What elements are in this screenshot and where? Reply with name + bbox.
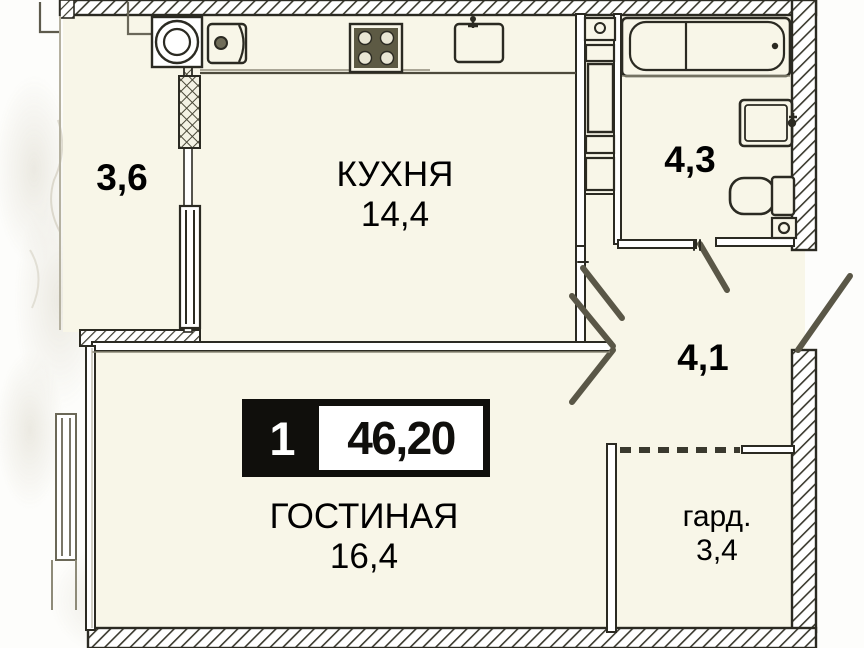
living-room-double-door [569,293,616,405]
water-heater-icon [206,22,248,65]
wall-living-left [85,345,96,631]
wardrobe-floor [614,444,806,628]
kitchen-area: 14,4 [360,195,430,234]
misc-detail-lines [59,16,790,628]
entrance-door [795,273,853,353]
wardrobe-name: гард. [682,500,752,533]
room-label-wardrobe: гард. 3,4 [683,500,752,568]
living-room-window [51,413,77,610]
hallway-floor [583,246,805,444]
living-room-area: 16,4 [329,537,399,576]
balcony-window [178,204,202,330]
kitchen-equipment [150,15,576,75]
kitchen-name: КУХНЯ [336,155,454,194]
bathroom-equipment [583,16,798,240]
kitchen-pier [178,75,201,149]
living-room-name: ГОСТИНАЯ [269,497,459,536]
kitchen-sink-icon [453,16,505,64]
stove-icon [348,22,404,74]
apartment-summary-badge: 1 46,20 [242,399,490,477]
top-exterior-wall [58,0,818,17]
bathroom-door [697,241,730,293]
balcony-wall-stub [59,0,75,19]
wall-wardrobe-top-right [741,445,795,454]
room-count-value: 1 [245,402,319,474]
room-label-bathroom: 4,3 [664,139,715,181]
room-label-kitchen: КУХНЯ 14,4 [337,155,454,235]
hallway-area: 4,1 [677,337,729,378]
room-label-living-room: ГОСТИНАЯ 16,4 [270,497,459,577]
interior-walls [85,13,795,633]
neighbour-outline [38,2,60,34]
kitchen-door [580,265,625,321]
bathtub-icon [620,16,792,78]
washbasin-icon [738,98,797,148]
windows [51,204,202,610]
bathroom-area: 4,3 [664,139,716,180]
exterior-walls [38,0,818,648]
wall-bathroom-bottom-right [715,237,795,247]
wall-living-top [91,341,613,352]
wardrobe-area: 3,4 [696,534,738,567]
balcony-floor [63,16,191,332]
living-room-floor [92,348,612,628]
plumbing-riser-icon [583,16,617,195]
floor-fill-areas [63,14,806,628]
total-area-value: 46,20 [319,406,483,470]
wall-living-wardrobe [606,443,617,633]
bottom-exterior-wall [86,626,818,648]
right-exterior-wall-lower [790,348,818,634]
balcony-area: 3,6 [96,157,148,198]
washing-machine-icon [150,15,204,69]
room-label-hallway: 4,1 [677,337,728,379]
room-label-balcony: 3,6 [96,157,147,199]
doors [569,239,853,405]
wall-kitchen-bath [575,13,586,247]
wall-bathroom-bottom-left [617,239,697,249]
toilet-icon [728,175,798,240]
